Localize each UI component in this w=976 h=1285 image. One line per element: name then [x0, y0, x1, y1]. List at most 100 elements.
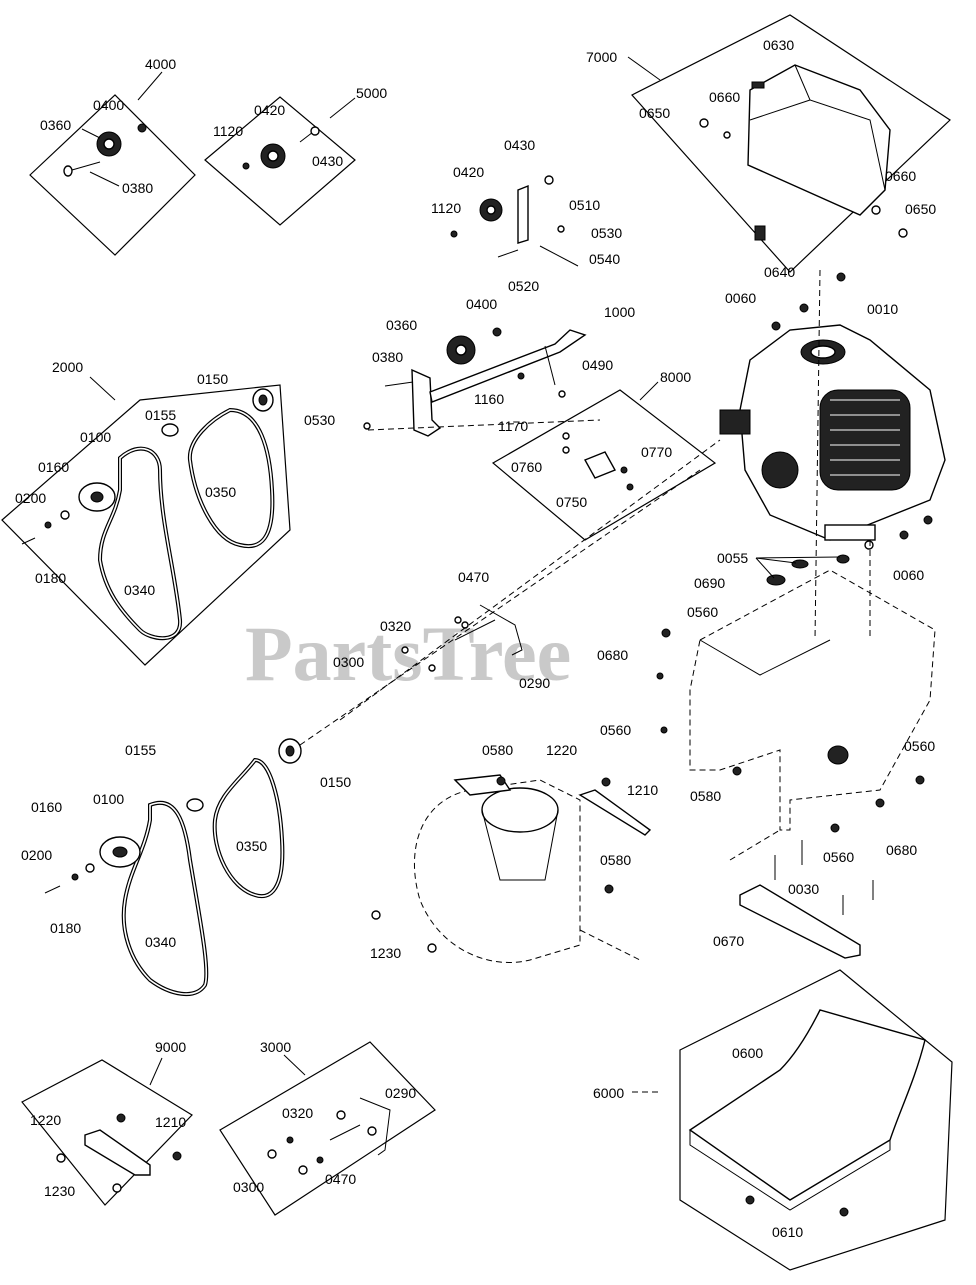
callout-0150-lower: 0150: [320, 774, 351, 790]
callout-7000-0630: 0630: [763, 37, 794, 53]
kit-3000-box: 3000 0320 0290 0300 0470: [219, 1039, 436, 1216]
callout-4000-0360: 0360: [40, 117, 71, 133]
callout-0560-c: 0560: [904, 738, 935, 754]
callout-0540: 0540: [589, 251, 620, 267]
callout-0430: 0430: [504, 137, 535, 153]
callout-0340-lower: 0340: [145, 934, 176, 950]
kit-9000-label: 9000: [155, 1039, 186, 1055]
callout-0560-d: 0560: [823, 849, 854, 865]
idler-assembly-upper: 0430 0420 1120 0510 0530 0540 0520: [431, 137, 622, 294]
callout-7000-0650: 0650: [639, 105, 670, 121]
kit-4000-box: 4000 0400 0360 0380: [29, 56, 196, 256]
callout-2000-0160: 0160: [38, 459, 69, 475]
callout-0100-lower: 0100: [93, 791, 124, 807]
callout-8000-0770: 0770: [641, 444, 672, 460]
callout-0160-lower: 0160: [31, 799, 62, 815]
kit-8000-box: 8000 0760 0770 0750: [491, 369, 717, 541]
callout-3000-0300: 0300: [233, 1179, 264, 1195]
callout-3000-0320: 0320: [282, 1105, 313, 1121]
callout-0360-mid: 0360: [386, 317, 417, 333]
callout-7000-0660b: 0660: [885, 168, 916, 184]
callout-0530: 0530: [591, 225, 622, 241]
callout-0030: 0030: [788, 881, 819, 897]
callout-0155-lower: 0155: [125, 742, 156, 758]
callout-0400-mid: 0400: [466, 296, 497, 312]
kit-5000-label: 5000: [356, 85, 387, 101]
kit-9000-box: 9000 1220 1210 1230: [21, 1039, 193, 1206]
callout-8000-0760: 0760: [511, 459, 542, 475]
kit-2000-box: 2000 0150 0155 0100 0160 0200 0180 0350 …: [1, 359, 291, 666]
callout-0640: 0640: [764, 264, 795, 280]
callout-0420: 0420: [453, 164, 484, 180]
callout-0010-engine: 0010: [867, 301, 898, 317]
callout-1230-housing: 1230: [370, 945, 401, 961]
kit-5000-box: 5000 0420 1120 0430: [204, 85, 387, 226]
callout-0200-lower: 0200: [21, 847, 52, 863]
callout-2000-0180: 0180: [35, 570, 66, 586]
parts-tree-watermark: PartsTree: [245, 610, 571, 697]
callout-0470: 0470: [458, 569, 489, 585]
callout-0680-b: 0680: [886, 842, 917, 858]
callout-0580-housing-b: 0580: [600, 852, 631, 868]
callout-2000-0200: 0200: [15, 490, 46, 506]
callout-5000-0420: 0420: [254, 102, 285, 118]
callout-4000-0400: 0400: [93, 97, 124, 113]
callout-7000-0650b: 0650: [905, 201, 936, 217]
callout-0290: 0290: [519, 675, 550, 691]
callout-8000-0750: 0750: [556, 494, 587, 510]
belt-set-lower: 0155 0150 0160 0100 0200 0180 0350 0340: [21, 738, 351, 997]
callout-0560-b: 0560: [600, 722, 631, 738]
callout-0690: 0690: [694, 575, 725, 591]
callout-1120: 1120: [431, 200, 461, 216]
callout-4000-0380: 0380: [122, 180, 153, 196]
callout-5000-0430: 0430: [312, 153, 343, 169]
idler-arm-assembly: 0360 0400 1000 0380 0490 1160 0530 1170: [304, 296, 635, 437]
callout-9000-1210: 1210: [155, 1114, 186, 1130]
callout-9000-1230: 1230: [44, 1183, 75, 1199]
callout-3000-0290: 0290: [385, 1085, 416, 1101]
callout-0300: 0300: [333, 654, 364, 670]
callout-7000-0660: 0660: [709, 89, 740, 105]
callout-0320: 0320: [380, 618, 411, 634]
callout-0670: 0670: [713, 933, 744, 949]
callout-0580-a: 0580: [690, 788, 721, 804]
callout-1160: 1160: [474, 391, 504, 407]
assembly-guide-lines: [299, 269, 871, 961]
kit-4000-label: 4000: [145, 56, 176, 72]
callout-9000-1220: 1220: [30, 1112, 61, 1128]
callout-0510: 0510: [569, 197, 600, 213]
callout-2000-0350: 0350: [205, 484, 236, 500]
callout-0350-lower: 0350: [236, 838, 267, 854]
callout-6000-0600: 0600: [732, 1045, 763, 1061]
kit-8000-label: 8000: [660, 369, 691, 385]
callout-0180-lower: 0180: [50, 920, 81, 936]
callout-0060-bottom: 0060: [893, 567, 924, 583]
callout-0380-mid: 0380: [372, 349, 403, 365]
kit-6000-box: 6000 0600 0610: [593, 969, 953, 1271]
callout-1220-housing: 1220: [546, 742, 577, 758]
callout-5000-1120: 1120: [213, 123, 243, 139]
callout-2000-0340: 0340: [124, 582, 155, 598]
callout-3000-0470: 0470: [325, 1171, 356, 1187]
callout-2000-0155: 0155: [145, 407, 176, 423]
callout-2000-0150: 0150: [197, 371, 228, 387]
kit-6000-label: 6000: [593, 1085, 624, 1101]
callout-0680-a: 0680: [597, 647, 628, 663]
impeller-housing: 0580 1220 1210 0580 1230: [370, 742, 658, 963]
callout-1170: 1170: [498, 418, 528, 434]
kit-7000-box: 7000 0630 0650 0660 0660 0650: [586, 14, 951, 273]
callout-2000-0100: 0100: [80, 429, 111, 445]
callout-0490: 0490: [582, 357, 613, 373]
callout-6000-0610: 0610: [772, 1224, 803, 1240]
callout-0530-mid: 0530: [304, 412, 335, 428]
kit-2000-label: 2000: [52, 359, 83, 375]
callout-1210-housing: 1210: [627, 782, 658, 798]
callout-0580-housing-a: 0580: [482, 742, 513, 758]
frame-assembly: 0690 0560 0680 0560 0580 0560 0560 0680 …: [597, 569, 936, 959]
kit-7000-label: 7000: [586, 49, 617, 65]
engine-assembly: 0640 0060 0010 0055 0060: [717, 225, 946, 586]
rod-assembly: 0470 0320 0300 0290: [333, 569, 550, 691]
callout-0060-top: 0060: [725, 290, 756, 306]
